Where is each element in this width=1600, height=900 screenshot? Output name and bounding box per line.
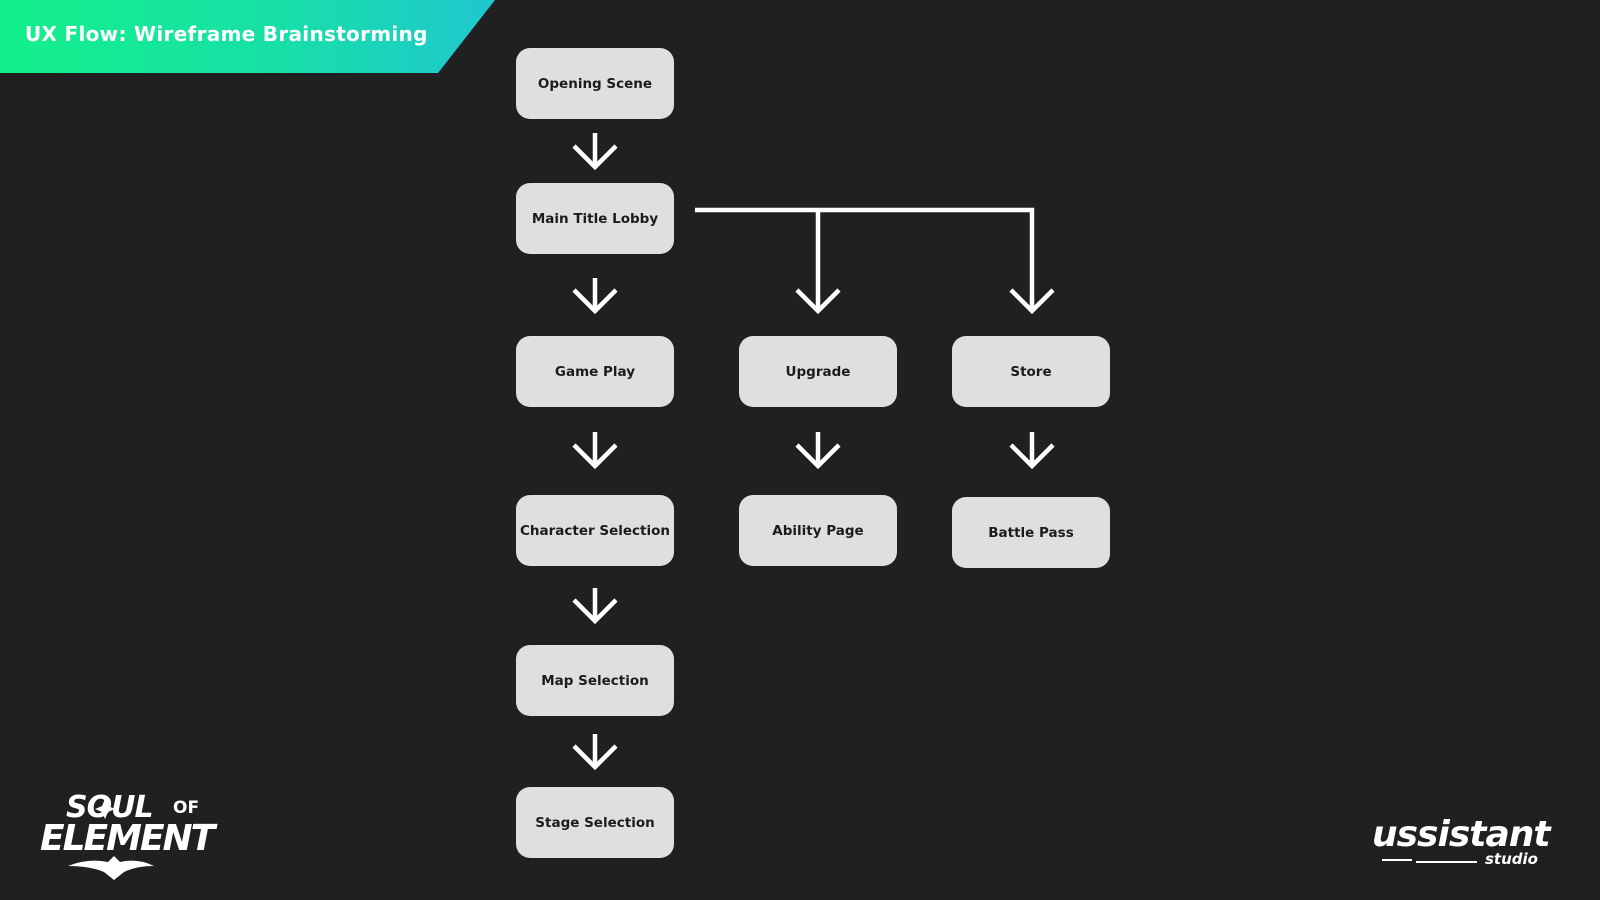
node-store[interactable]: Store: [952, 336, 1110, 407]
node-character-selection[interactable]: Character Selection: [516, 495, 674, 566]
node-label: Battle Pass: [988, 524, 1074, 541]
node-main-title-lobby[interactable]: Main Title Lobby: [516, 183, 674, 254]
node-label: Character Selection: [520, 522, 670, 539]
logo-element-text: ELEMENT: [40, 818, 215, 859]
node-label: Game Play: [554, 363, 636, 380]
node-upgrade[interactable]: Upgrade: [739, 336, 897, 407]
arrow-down-icon: [572, 432, 618, 470]
node-label: Opening Scene: [537, 75, 653, 92]
arrow-down-icon: [572, 588, 618, 625]
arrow-down-icon: [795, 432, 841, 470]
logo-ussistant-text: ussistant: [1372, 814, 1551, 855]
node-game-play[interactable]: Game Play: [516, 336, 674, 407]
logo-ornament-icon: [68, 799, 154, 880]
node-label: Map Selection: [541, 672, 649, 689]
node-map-selection[interactable]: Map Selection: [516, 645, 674, 716]
arrow-down-icon: [572, 278, 618, 315]
branch-connector: [695, 207, 1055, 315]
node-stage-selection[interactable]: Stage Selection: [516, 787, 674, 858]
arrow-down-icon: [572, 133, 618, 171]
node-label: Upgrade: [785, 363, 851, 380]
ussistant-studio-logo: ussistant studio: [1372, 814, 1572, 880]
logo-of-text: OF: [173, 798, 200, 818]
node-label: Stage Selection: [535, 814, 655, 831]
soul-of-element-logo: SOUL OF ELEMENT: [38, 786, 228, 886]
node-ability-page[interactable]: Ability Page: [739, 495, 897, 566]
node-label: Ability Page: [772, 522, 864, 539]
arrow-down-icon: [1009, 432, 1055, 470]
logo-studio-text: studio: [1485, 850, 1538, 868]
node-label: Store: [1010, 363, 1052, 380]
arrow-down-icon: [572, 734, 618, 771]
node-label: Main Title Lobby: [531, 210, 659, 227]
header-banner: [0, 0, 495, 73]
page-title: UX Flow: Wireframe Brainstorming: [25, 22, 428, 46]
node-battle-pass[interactable]: Battle Pass: [952, 497, 1110, 568]
logo-underline-icon: [1382, 859, 1477, 863]
node-opening-scene[interactable]: Opening Scene: [516, 48, 674, 119]
